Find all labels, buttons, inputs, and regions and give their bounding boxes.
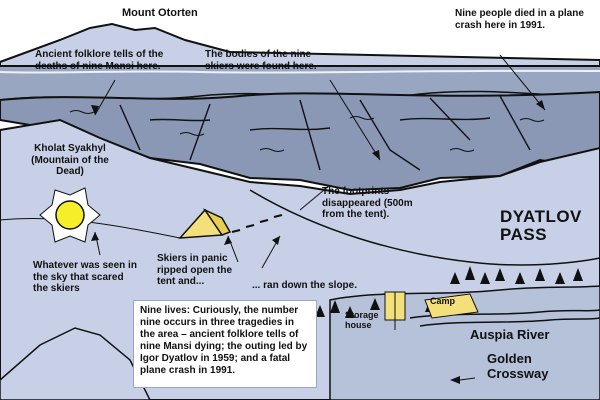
plane-crash-label: Nine people died in a plane crash here i… xyxy=(455,8,584,31)
footprints-label: The footprints disappeared (500m from th… xyxy=(322,186,413,220)
kholat-subtitle: (Mountain of the Dead) xyxy=(31,154,109,178)
ran-down-label: ... ran down the slope. xyxy=(252,280,358,291)
kholat-name: Kholat Syakhyl xyxy=(34,143,106,154)
kholat-syakhyl-label: Kholat Syakhyl (Mountain of the Dead) xyxy=(20,143,120,178)
mansi-folklore-label: Ancient folklore tells of the deaths of … xyxy=(35,49,164,72)
nine-lives-info-box: Nine lives: Curiously, the number nine o… xyxy=(133,300,317,388)
sky-object-label: Whatever was seen in the sky that scared… xyxy=(33,260,137,294)
skiers-panic-label: Skiers in panic ripped open the tent and… xyxy=(157,253,232,287)
storage-house-label: Storage house xyxy=(345,310,379,331)
bodies-found-label: The bodies of the nine skiers were found… xyxy=(205,49,317,72)
mount-otorten-label: Mount Otorten xyxy=(122,7,198,19)
camp-label: Camp xyxy=(430,296,456,306)
auspia-river-label: Auspia River xyxy=(470,327,550,342)
dyatlov-pass-label: DYATLOV PASS xyxy=(500,207,582,244)
golden-crossway-label: Golden Crossway xyxy=(487,351,549,381)
